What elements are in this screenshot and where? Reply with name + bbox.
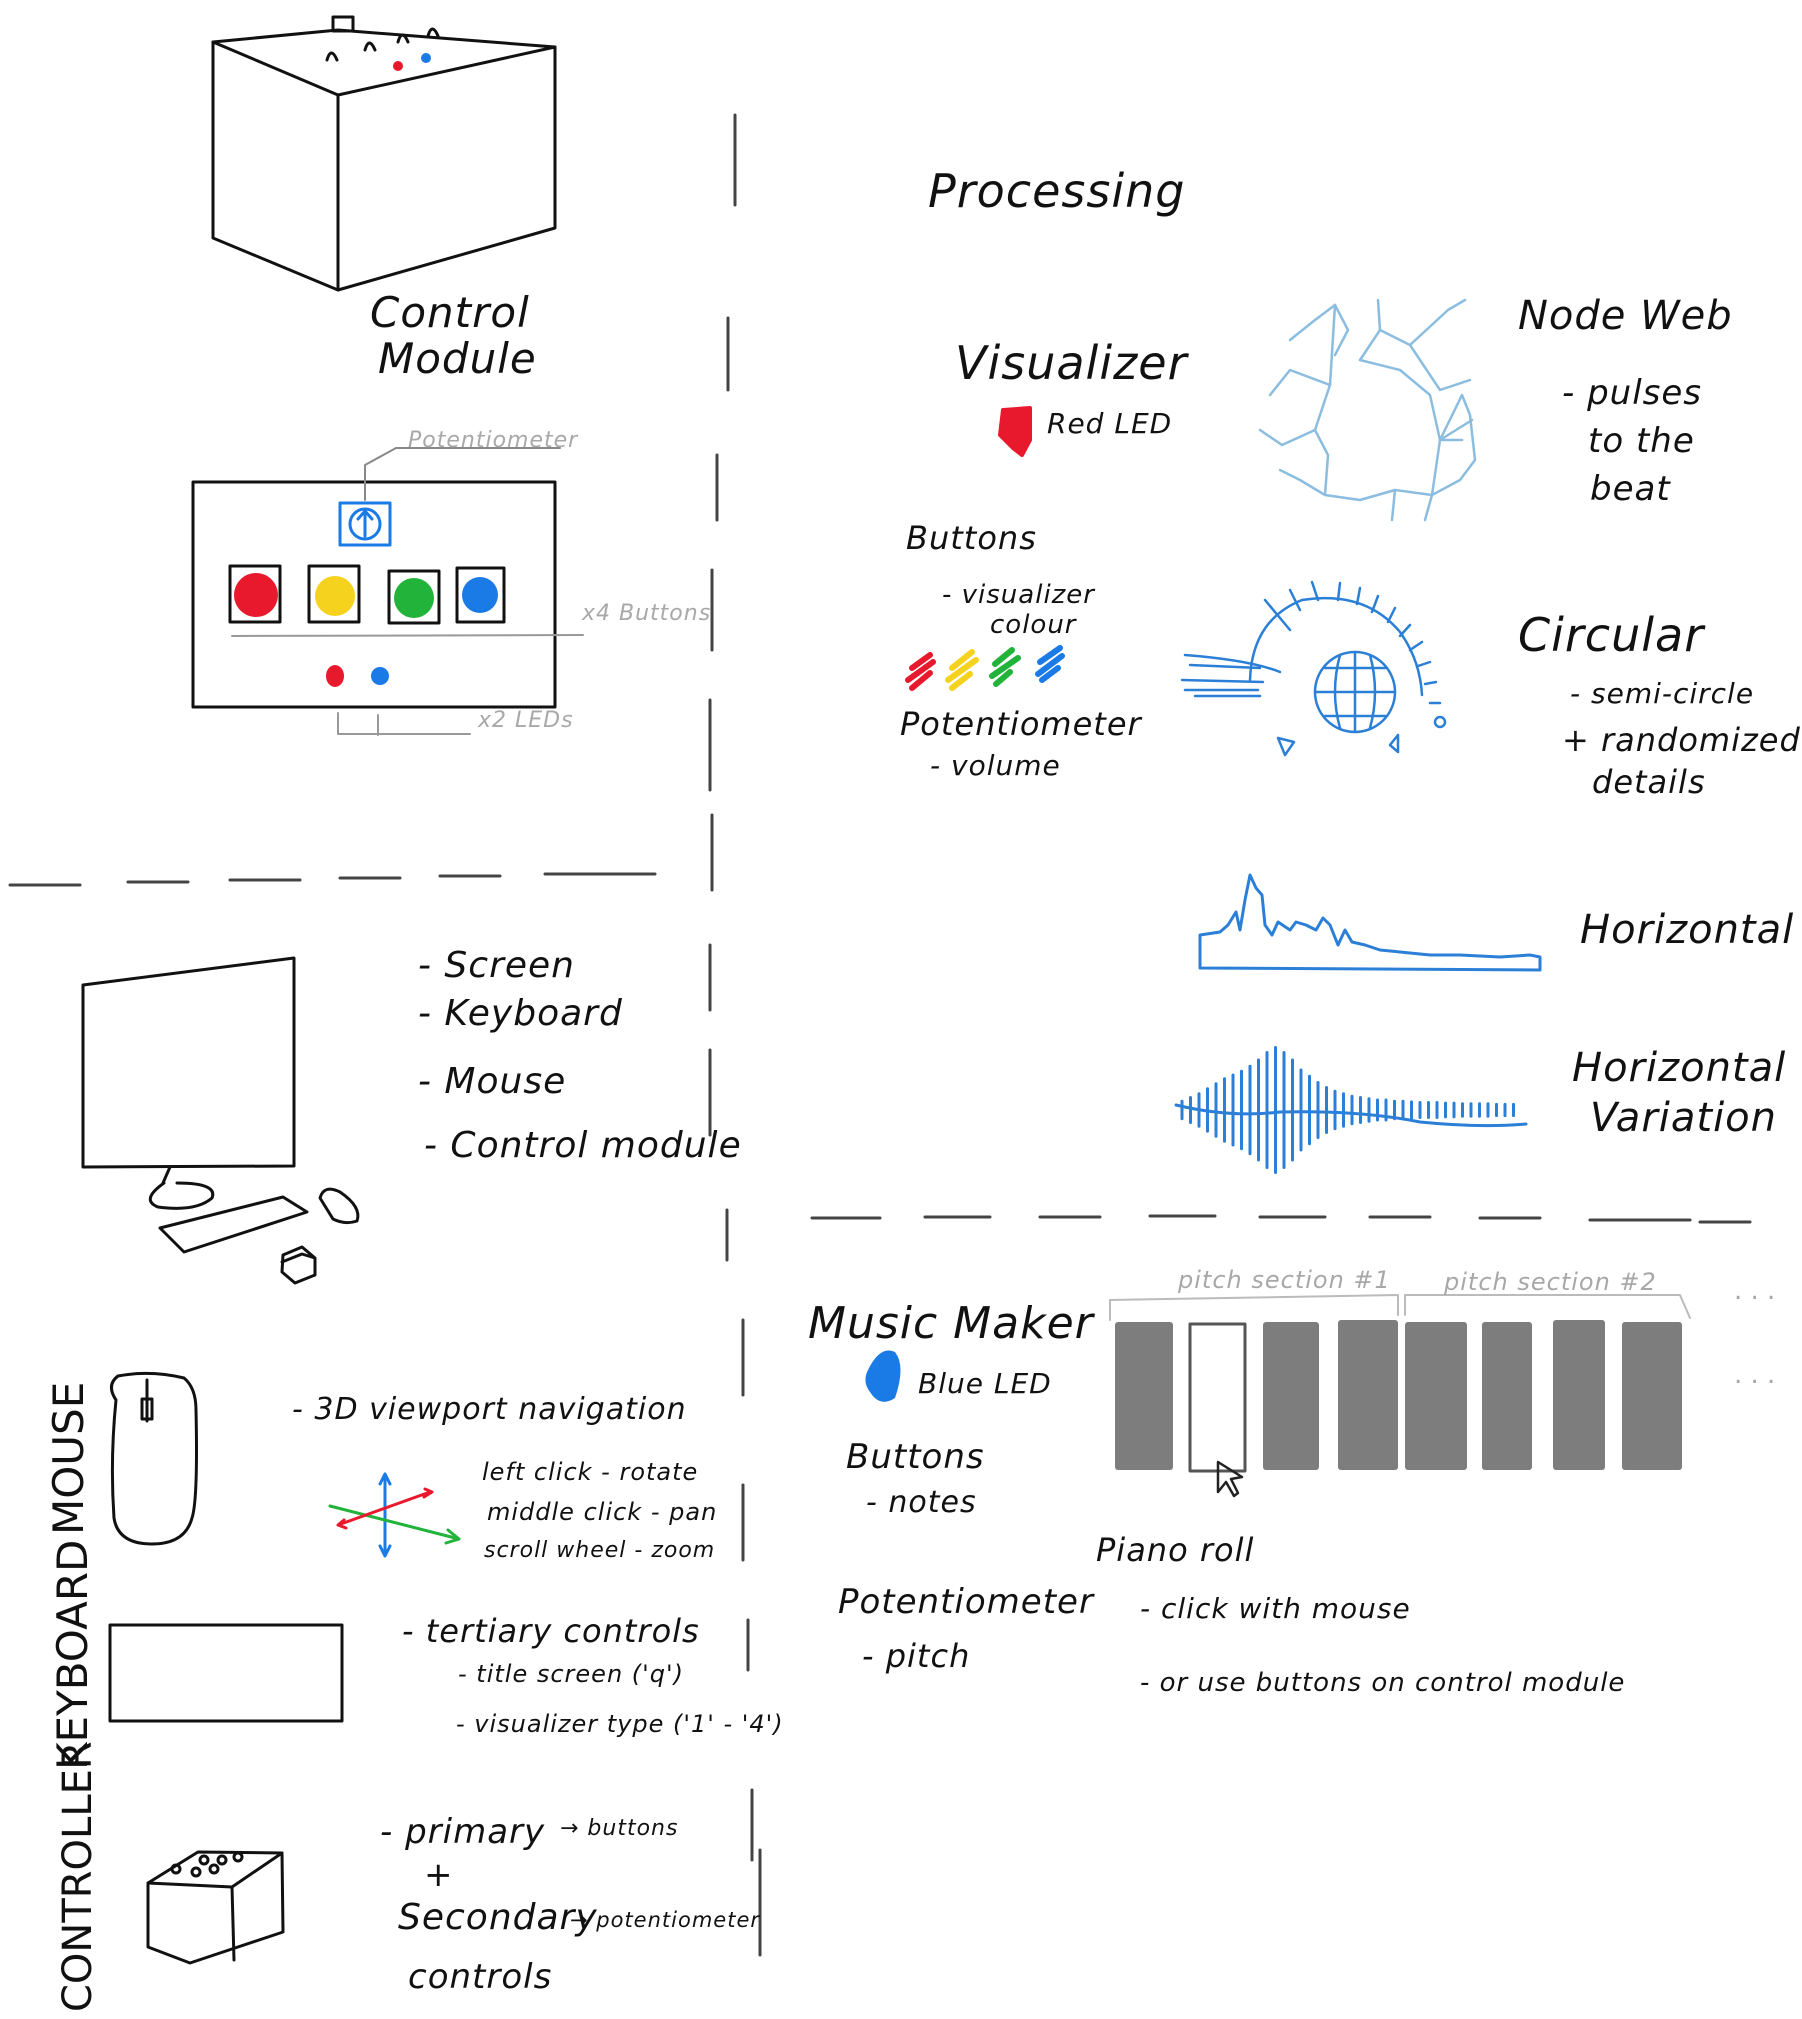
panel-button-red — [234, 573, 278, 617]
horizontal-variation-label-1: Horizontal — [1572, 1045, 1787, 1091]
control-module-title-1: Control — [370, 288, 530, 337]
piano-key-6 — [1482, 1322, 1532, 1470]
piano-key-8 — [1622, 1322, 1682, 1470]
processing-title: Processing — [928, 164, 1186, 218]
music-maker-title: Music Maker — [808, 1298, 1094, 1349]
potentiometer-desc: - volume — [930, 749, 1061, 782]
piano-roll — [1115, 1320, 1682, 1473]
axis-gizmo — [328, 1472, 461, 1558]
blue-led-swatch — [865, 1350, 901, 1402]
circular-sketch — [1180, 580, 1447, 757]
panel-led-blue — [371, 667, 389, 685]
swatch-red — [905, 652, 936, 691]
setup-item-keyboard: - Keyboard — [418, 993, 623, 1034]
ellipsis-top: . . . — [1734, 1276, 1776, 1306]
buttons-heading: Buttons — [906, 519, 1037, 557]
buttons-desc-1: - visualizer — [942, 580, 1095, 610]
red-led-label: Red LED — [1047, 407, 1173, 440]
node-web-desc-1: - pulses — [1562, 373, 1702, 413]
keyboard-heading: KEYBOARD — [48, 1539, 97, 1770]
node-web-desc-3: beat — [1590, 469, 1671, 509]
blue-led-label: Blue LED — [918, 1367, 1052, 1400]
box-blue-dot — [421, 53, 431, 63]
mm-potentiometer-desc: - pitch — [862, 1637, 971, 1675]
keyboard-sub1: - title screen ('q') — [458, 1660, 684, 1688]
visualizer-heading: Visualizer — [955, 336, 1188, 390]
mouse-action-scroll: scroll wheel - zoom — [484, 1538, 716, 1563]
mouse-cursor-icon — [1216, 1460, 1244, 1498]
ellipsis-bottom: . . . — [1734, 1360, 1776, 1390]
horizontal-variation-label-2: Variation — [1590, 1095, 1778, 1141]
piano-key-7 — [1553, 1320, 1605, 1470]
control-panel — [191, 447, 584, 736]
circular-desc-2: + randomized — [1562, 721, 1801, 759]
pitch-section-1-label: pitch section #1 — [1178, 1266, 1391, 1294]
controller-illustration — [146, 1850, 285, 1965]
swatch-green — [989, 647, 1021, 687]
controller-heading: CONTROLLER — [55, 1741, 101, 2012]
keyboard-illustration — [108, 1623, 344, 1723]
keyboard-line1: - tertiary controls — [402, 1612, 700, 1650]
controller-plus: + — [424, 1855, 454, 1895]
piano-key-5 — [1405, 1322, 1467, 1470]
controller-primary: - primary — [380, 1812, 546, 1852]
controller-primary-arrow: → buttons — [560, 1816, 679, 1841]
keyboard-sub2: - visualizer type ('1' - '4') — [456, 1710, 784, 1738]
panel-button-yellow — [315, 576, 355, 616]
box-red-dot — [393, 61, 403, 71]
circular-desc-3: details — [1592, 763, 1706, 801]
piano-key-2-outline — [1188, 1322, 1247, 1473]
control-module-box — [211, 15, 557, 292]
piano-key-3 — [1263, 1322, 1319, 1470]
dashed-dividers — [8, 113, 1752, 1957]
panel-button-blue — [462, 577, 498, 613]
leds-callout: x2 LEDs — [478, 708, 574, 733]
node-web-label: Node Web — [1518, 293, 1733, 339]
swatch-yellow — [945, 649, 979, 691]
mouse-heading: MOUSE — [44, 1381, 93, 1535]
mouse-line1: - 3D viewport navigation — [292, 1392, 687, 1427]
mm-buttons-desc: - notes — [866, 1485, 977, 1520]
panel-button-green — [394, 578, 434, 618]
buttons-callout: x4 Buttons — [582, 601, 712, 626]
controller-controls: controls — [408, 1957, 553, 1997]
node-web-desc-2: to the — [1588, 421, 1695, 461]
piano-roll-label: Piano roll — [1096, 1531, 1255, 1569]
setup-item-mouse: - Mouse — [418, 1061, 567, 1102]
potentiometer-heading: Potentiometer — [900, 705, 1142, 743]
circular-desc-1: - semi-circle — [1570, 677, 1755, 710]
setup-item-control-module: - Control module — [424, 1125, 742, 1166]
red-led-swatch — [998, 406, 1032, 457]
controller-secondary: Secondary — [398, 1897, 598, 1938]
control-module-title-2: Module — [378, 334, 537, 383]
pitch-brackets — [1109, 1294, 1691, 1321]
node-web-sketch — [1258, 298, 1477, 522]
horizontal-label: Horizontal — [1580, 907, 1795, 953]
mm-potentiometer-heading: Potentiometer — [838, 1582, 1094, 1622]
mouse-action-left: left click - rotate — [482, 1458, 699, 1486]
mouse-illustration — [110, 1371, 198, 1546]
piano-desc-1: - click with mouse — [1140, 1592, 1411, 1625]
horizontal-sketch — [1198, 873, 1542, 972]
piano-desc-2: - or use buttons on control module — [1140, 1668, 1626, 1698]
piano-key-4 — [1338, 1320, 1398, 1470]
mouse-action-middle: middle click - pan — [487, 1498, 718, 1526]
mm-buttons-heading: Buttons — [846, 1437, 985, 1477]
computer-setup — [81, 956, 360, 1285]
pitch-section-2-label: pitch section #2 — [1444, 1268, 1657, 1296]
controller-secondary-arrow: → potentiometer — [570, 1908, 760, 1932]
panel-led-red — [326, 665, 344, 687]
horizontal-variation-sketch — [1174, 1046, 1528, 1174]
piano-key-1 — [1115, 1322, 1173, 1470]
swatch-blue — [1035, 645, 1065, 683]
potentiometer-callout: Potentiometer — [408, 428, 579, 453]
setup-item-screen: - Screen — [418, 945, 575, 986]
buttons-desc-2: colour — [990, 610, 1077, 640]
circular-label: Circular — [1518, 608, 1705, 662]
